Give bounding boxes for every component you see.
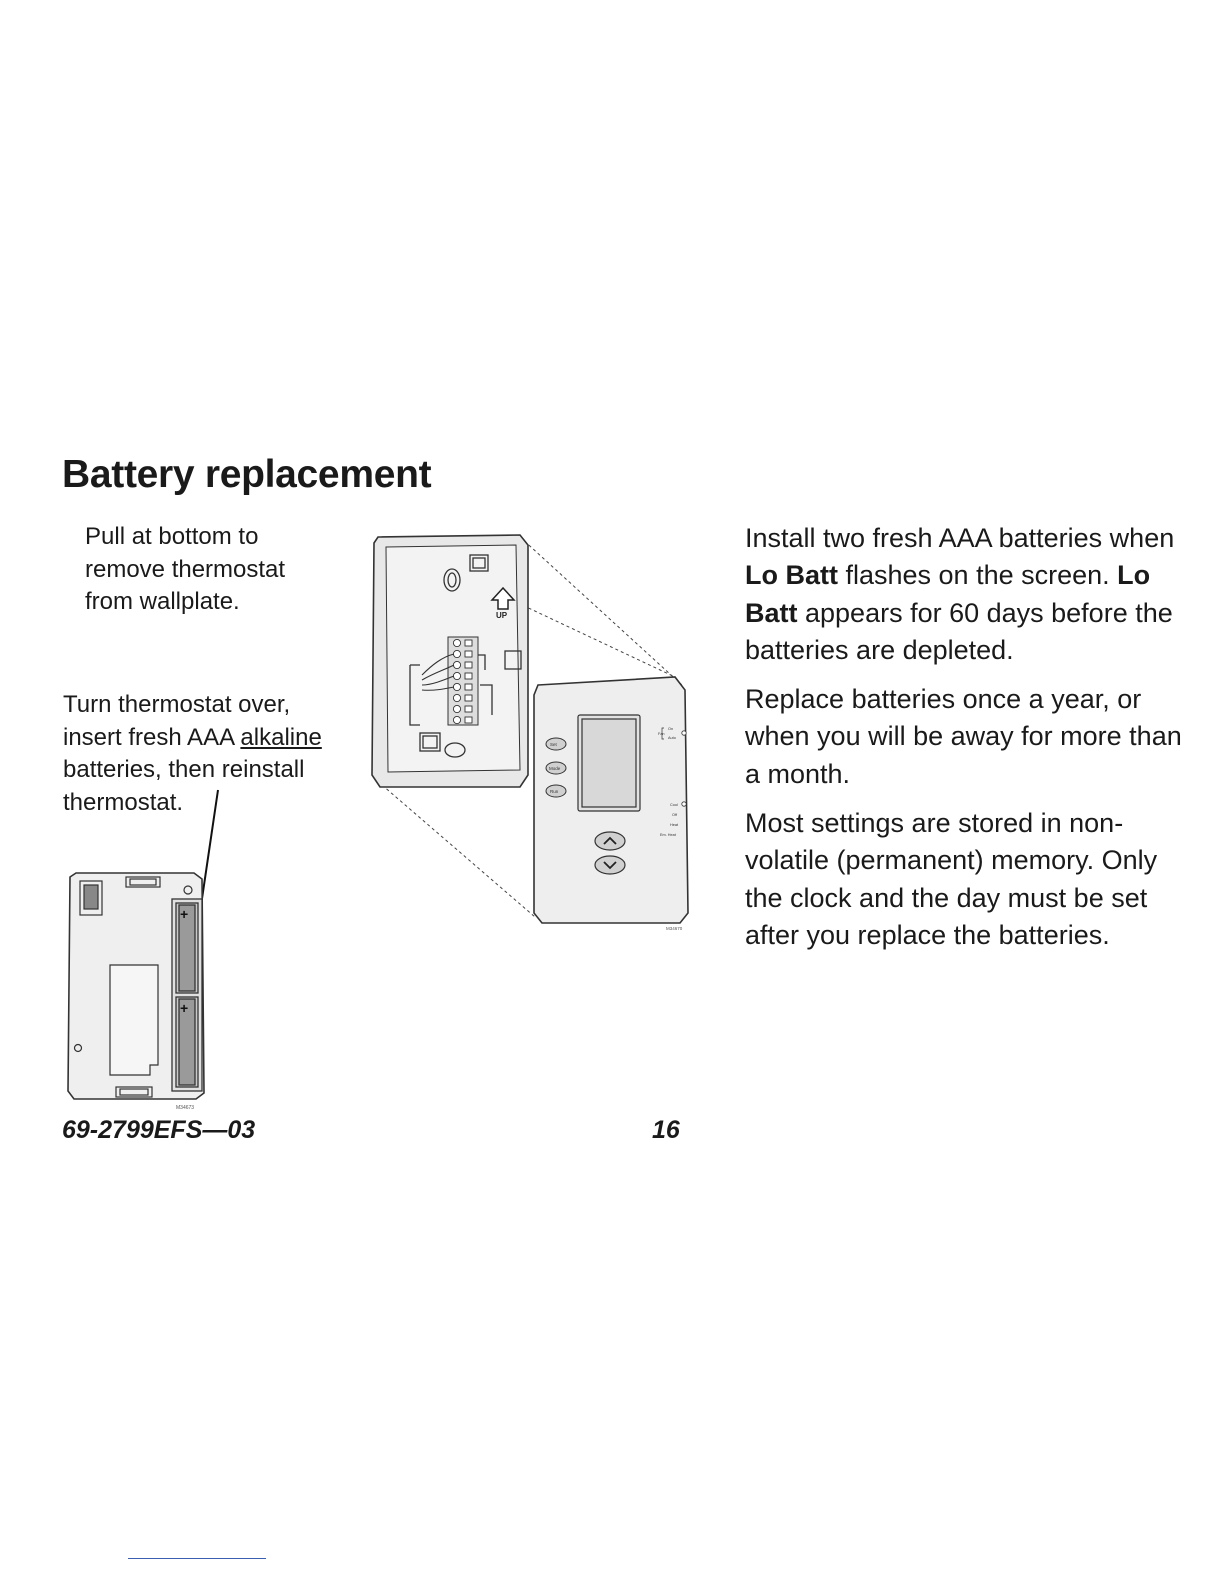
system-off-label: Off	[672, 813, 678, 817]
text-run: appears for 60 days before the batteries…	[745, 597, 1173, 665]
chevron-up-icon	[603, 836, 617, 845]
wires	[421, 653, 455, 691]
terminal-block	[447, 636, 479, 726]
paragraph-install: Install two fresh AAA batteries when Lo …	[745, 520, 1185, 669]
caption-line: insert fresh AAA alkaline	[63, 722, 322, 755]
mode-button-label: Mode	[549, 766, 561, 771]
battery-illustration: + + M34673	[67, 789, 219, 1111]
caption-line: remove thermostat	[85, 555, 286, 583]
battery-compartment	[171, 898, 203, 1092]
instructions-text: Install two fresh AAA batteries when Lo …	[745, 520, 1185, 966]
text-run: flashes on the screen.	[837, 560, 1118, 591]
fan-label: Fan	[658, 732, 665, 736]
page-title: Battery replacement	[62, 453, 432, 496]
up-arrow-icon	[490, 586, 516, 610]
caption-pull-instructions: Pull at bottom to remove thermostat from…	[85, 521, 285, 619]
bold-text: Lo Batt	[745, 560, 838, 591]
caption-line: batteries, then reinstall	[63, 756, 305, 783]
system-cool-label: Cool	[670, 803, 678, 807]
system-heat-label: Heat	[670, 823, 679, 827]
paragraph-settings: Most settings are stored in non-volatile…	[745, 808, 1158, 950]
text-run: Install two fresh AAA batteries when	[745, 523, 1175, 553]
run-button-label: Run	[550, 789, 559, 794]
document-number: 69-2799EFS—03	[62, 1116, 256, 1144]
set-button-label: Set	[550, 742, 558, 747]
underlined-word: alkaline	[240, 723, 322, 751]
paragraph-replace: Replace batteries once a year, or when y…	[745, 684, 1182, 789]
plus-icon: +	[180, 906, 188, 922]
fan-auto-label: Auto	[668, 736, 676, 740]
divider	[128, 1558, 266, 1559]
figure-id-top: M34670	[666, 926, 683, 931]
up-label: UP	[496, 611, 508, 620]
chevron-down-icon	[603, 861, 617, 870]
caption-text: insert fresh AAA	[63, 723, 241, 751]
thermostat-display	[577, 714, 641, 812]
figure-id-bottom: M34673	[176, 1105, 194, 1111]
caption-line: thermostat.	[63, 788, 184, 816]
caption-line: Pull at bottom to	[85, 523, 259, 550]
caption-line: Turn thermostat over,	[63, 691, 291, 718]
thermostat-side-buttons	[545, 737, 567, 798]
fan-on-label: On	[668, 727, 673, 731]
plus-icon: +	[180, 1000, 188, 1016]
bold-text: Lo Batt	[745, 560, 1151, 628]
caption-line: from wallplate.	[85, 588, 240, 615]
thermostat-illustration: UP Set Mode Run Fan On Auto Cool Off Hea…	[371, 534, 689, 931]
page-number: 16	[652, 1116, 680, 1144]
caption-turn-instructions: Turn thermostat over, insert fresh AAA a…	[63, 689, 322, 819]
temperature-buttons	[594, 831, 626, 875]
system-emheat-label: Em. Heat	[660, 833, 677, 837]
